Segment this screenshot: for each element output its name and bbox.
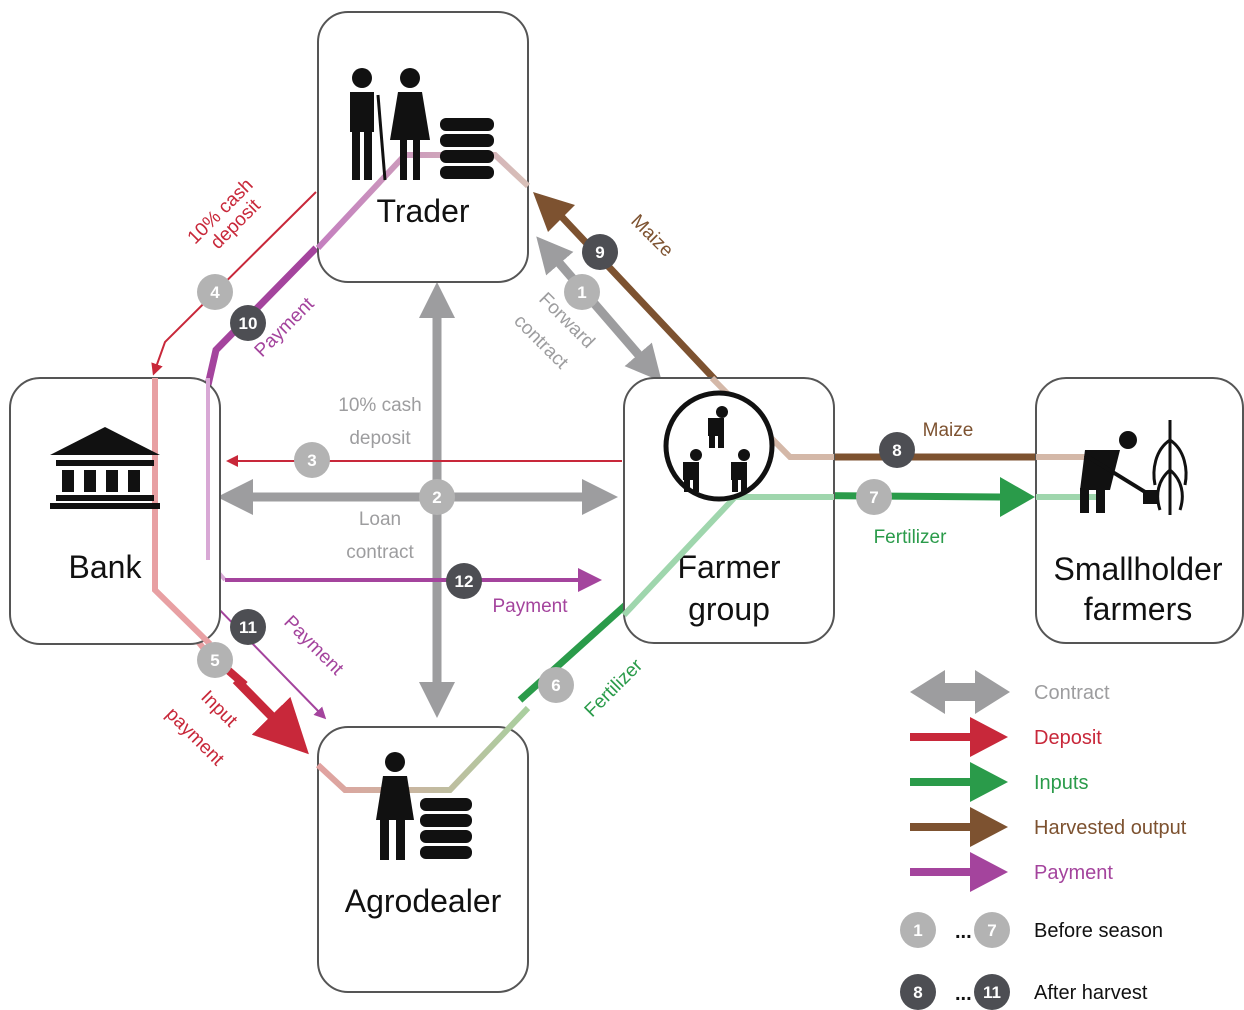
step-badge-9: 9 (582, 234, 618, 270)
farmer-group-label-line1: Farmer (677, 549, 780, 585)
step-badge-12: 12 (446, 563, 482, 599)
smallholder-label-line2: farmers (1084, 591, 1192, 627)
agrodealer-label: Agrodealer (345, 883, 502, 919)
step-badge-4: 4 (197, 274, 233, 310)
bank-label: Bank (69, 549, 143, 585)
step-badge-7: 7 (856, 479, 892, 515)
loan-contract-label-line2: contract (346, 542, 414, 563)
svg-text:Before season: Before season (1034, 920, 1163, 942)
step-badge-8: 8 (879, 432, 915, 468)
svg-text:6: 6 (551, 676, 560, 695)
payment-agro-label: Payment (279, 612, 347, 680)
step-badge-1: 1 (564, 274, 600, 310)
input-payment-arrow (232, 676, 309, 755)
svg-text:11: 11 (239, 618, 257, 637)
svg-text:Deposit: Deposit (1034, 727, 1102, 749)
svg-text:5: 5 (210, 651, 219, 670)
maize-trader-label: Maize (626, 211, 677, 262)
payment-line-trader (204, 245, 319, 386)
svg-text:Inputs: Inputs (1034, 772, 1088, 794)
fertilizer-arrowhead (1000, 477, 1035, 517)
trader-people-icon (350, 68, 430, 181)
contract-arrow-forward (536, 236, 662, 382)
legend: Contract Deposit Inputs Harvested output… (900, 670, 1187, 1010)
agrodealer-person-icon (376, 752, 414, 860)
node-bank: Bank (9, 377, 221, 645)
step-badge-5: 5 (197, 642, 233, 678)
svg-text:2: 2 (432, 488, 441, 507)
step-badge-6: 6 (538, 667, 574, 703)
trader-stack-icon (440, 118, 494, 179)
legend-after-harvest: 8 ... 11 After harvest (900, 974, 1148, 1010)
farmer-group-label-line2: group (688, 591, 770, 627)
svg-text:Harvested output: Harvested output (1034, 817, 1187, 839)
svg-text:After harvest: After harvest (1034, 982, 1148, 1004)
svg-text:10: 10 (239, 314, 258, 333)
agrodealer-stack-icon (420, 798, 472, 859)
trader-label: Trader (376, 193, 469, 229)
svg-text:Payment: Payment (1034, 862, 1113, 884)
legend-payment: Payment (910, 852, 1113, 892)
smallholder-label-line1: Smallholder (1054, 551, 1223, 587)
svg-text:7: 7 (987, 921, 996, 940)
svg-text:12: 12 (455, 572, 474, 591)
step-badge-2: 2 (419, 479, 455, 515)
node-smallholder-farmers: Smallholder farmers (1035, 377, 1244, 644)
step-badge-3: 3 (294, 442, 330, 478)
farmer-hoe-icon (1080, 431, 1157, 513)
loan-contract-label-line1: Loan (359, 509, 401, 530)
svg-text:Contract: Contract (1034, 682, 1110, 704)
svg-text:1: 1 (913, 921, 922, 940)
farmer-group-icon (663, 390, 775, 502)
svg-text:9: 9 (595, 243, 604, 262)
input-payment-label-line1: Input (196, 687, 241, 732)
svg-text:1: 1 (577, 283, 586, 302)
cash-deposit-center-label-line2: deposit (349, 428, 411, 449)
node-trader: Trader (317, 11, 529, 283)
svg-text:8: 8 (892, 441, 901, 460)
legend-deposit: Deposit (910, 717, 1102, 757)
svg-text:7: 7 (869, 488, 878, 507)
svg-text:...: ... (955, 921, 972, 943)
deposit-arrow-trader (151, 191, 317, 376)
svg-text:8: 8 (913, 983, 922, 1002)
payment-center-label: Payment (493, 596, 569, 617)
bank-building-icon (50, 427, 160, 509)
maize-farmers-label: Maize (923, 420, 974, 441)
maize-plant-icon (1152, 420, 1188, 515)
bank-deposit-inner-line (152, 378, 213, 647)
node-agrodealer: Agrodealer (317, 726, 529, 993)
svg-text:4: 4 (210, 283, 220, 302)
step-badge-10: 10 (230, 305, 266, 341)
legend-inputs: Inputs (910, 762, 1088, 802)
maize-arrowhead-trader (533, 192, 575, 232)
legend-before-season: 1 ... 7 Before season (900, 912, 1163, 948)
cash-deposit-center-label-line1: 10% cash (338, 395, 421, 416)
step-badge-11: 11 (230, 609, 266, 645)
fertilizer-agro-label: Fertilizer (581, 655, 648, 722)
legend-harvested-output: Harvested output (910, 807, 1187, 847)
svg-text:11: 11 (983, 983, 1001, 1002)
svg-text:3: 3 (307, 451, 316, 470)
fertilizer-farmers-label: Fertilizer (874, 527, 948, 548)
svg-text:...: ... (955, 983, 972, 1005)
legend-contract: Contract (910, 670, 1110, 714)
